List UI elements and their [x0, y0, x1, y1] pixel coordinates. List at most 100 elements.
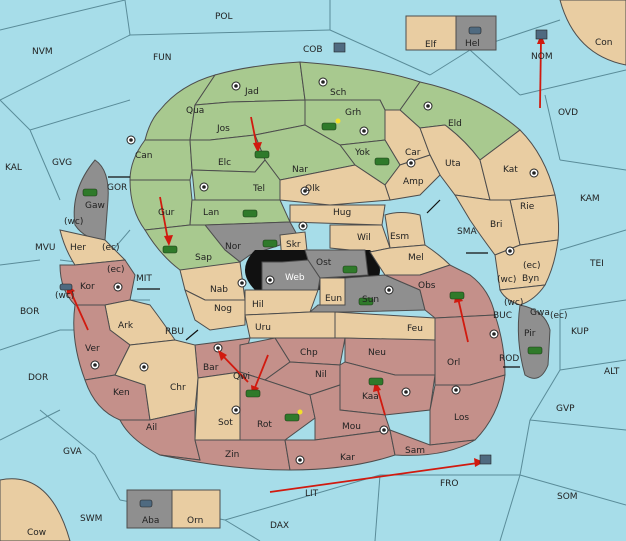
army-unit[interactable] — [321, 118, 341, 131]
region-jad[interactable] — [194, 61, 306, 106]
army-unit[interactable] — [368, 377, 384, 386]
region-aba[interactable] — [126, 489, 173, 529]
land-label-sot: Sot — [218, 418, 233, 428]
supply-center — [213, 343, 223, 353]
army-unit[interactable] — [449, 291, 465, 300]
land-label-kaa: Kaa — [362, 392, 379, 402]
land-label-neu: Neu — [368, 348, 386, 358]
region-zin[interactable] — [159, 439, 291, 471]
fleet-unit[interactable] — [468, 26, 482, 35]
coast-label-kor-wc: (wc) — [55, 291, 74, 301]
army-unit[interactable] — [254, 150, 270, 159]
land-label-sam: Sam — [405, 446, 425, 456]
army-unit[interactable] — [374, 157, 390, 166]
region-ver[interactable] — [73, 304, 131, 381]
land-label-ken: Ken — [113, 388, 130, 398]
land-label-wil: Wil — [357, 233, 371, 243]
supply-center — [231, 81, 241, 91]
supply-center — [231, 405, 241, 415]
region-can[interactable] — [129, 139, 193, 181]
land-label-kar: Kar — [340, 453, 355, 463]
land-label-pir: Pir — [524, 329, 536, 339]
land-label-hel: Hel — [465, 39, 480, 49]
land-label-ver: Ver — [85, 344, 100, 354]
land-labels: Con Elf Hel Cow Aba Orn Jad Sch Qua Grh … — [27, 38, 613, 538]
land-label-ost: Ost — [316, 258, 332, 268]
region-bri[interactable] — [454, 194, 521, 256]
land-label-sap: Sap — [195, 253, 212, 263]
land-label-orl: Orl — [447, 358, 460, 368]
land-label-nar: Nar — [292, 165, 308, 175]
region-obs[interactable] — [384, 264, 496, 319]
land-label-con: Con — [595, 38, 613, 48]
sea-label-cob: COB — [303, 45, 323, 55]
land-label-eld: Eld — [448, 119, 462, 129]
land-label-gwa: Gwa — [530, 308, 550, 318]
supply-center — [265, 275, 275, 285]
coast-label-kor-ec: (ec) — [107, 265, 125, 275]
supply-center — [139, 362, 149, 372]
region-orn[interactable] — [171, 489, 221, 529]
land-label-chr: Chr — [170, 383, 186, 393]
land-label-can: Can — [135, 151, 153, 161]
land-label-rie: Rie — [520, 202, 535, 212]
sea-label-gor: GOR — [107, 183, 127, 193]
sea-label-rod: ROD — [499, 354, 519, 364]
land-label-los: Los — [454, 413, 469, 423]
region-nog[interactable] — [184, 289, 246, 331]
region-sot[interactable] — [194, 371, 241, 441]
army-unit[interactable] — [262, 239, 278, 248]
army-unit[interactable] — [527, 346, 543, 355]
supply-center — [90, 360, 100, 370]
region-hug[interactable] — [289, 204, 386, 226]
region-gwa[interactable] — [499, 284, 547, 306]
sea-label-tei: TEI — [589, 259, 604, 269]
region-esm[interactable] — [384, 212, 426, 249]
region-ail[interactable] — [119, 409, 201, 461]
land-label-web: Web — [285, 273, 305, 283]
supply-center — [529, 168, 539, 178]
land-label-her: Her — [70, 243, 86, 253]
army-unit[interactable] — [358, 297, 374, 306]
army-unit[interactable] — [284, 409, 303, 422]
fleet-unit[interactable] — [139, 499, 153, 508]
region-pir[interactable] — [517, 304, 551, 379]
fleet-unit[interactable] — [59, 283, 73, 291]
army-unit[interactable] — [162, 245, 178, 254]
region-gaw[interactable] — [73, 159, 109, 241]
fleet-unit[interactable] — [535, 29, 548, 40]
region-elf[interactable] — [405, 15, 457, 51]
land-label-qua: Qua — [186, 106, 204, 116]
land-label-ail: Ail — [146, 423, 157, 433]
land-label-gur: Gur — [158, 208, 175, 218]
supply-center — [237, 278, 247, 288]
region-orl[interactable] — [434, 314, 506, 386]
sea-label-gvp: GVP — [556, 404, 575, 414]
sea-label-dor: DOR — [28, 373, 48, 383]
region-los[interactable] — [429, 374, 506, 446]
land-label-esm: Esm — [390, 232, 409, 242]
fleet-unit[interactable] — [333, 42, 346, 53]
sea-label-buc: BUC — [493, 311, 512, 321]
land-label-qwi: Qwi — [233, 372, 250, 382]
land-label-uru: Uru — [255, 323, 271, 333]
region-mou[interactable] — [309, 384, 391, 441]
army-unit[interactable] — [242, 209, 258, 218]
supply-center — [379, 425, 389, 435]
region-sam[interactable] — [389, 429, 476, 456]
land-label-sch: Sch — [330, 88, 346, 98]
supply-center — [401, 387, 411, 397]
land-label-skr: Skr — [286, 240, 301, 250]
land-label-uta: Uta — [445, 159, 461, 169]
region-con[interactable] — [559, 0, 626, 66]
army-unit[interactable] — [82, 188, 98, 197]
army-unit[interactable] — [342, 265, 358, 274]
supply-center — [384, 285, 394, 295]
supply-center — [423, 101, 433, 111]
land-label-nil: Nil — [315, 370, 327, 380]
region-kor[interactable] — [59, 259, 136, 306]
supply-center — [300, 186, 310, 196]
fleet-unit[interactable] — [479, 454, 492, 465]
supply-center — [505, 246, 515, 256]
army-unit[interactable] — [245, 389, 261, 398]
